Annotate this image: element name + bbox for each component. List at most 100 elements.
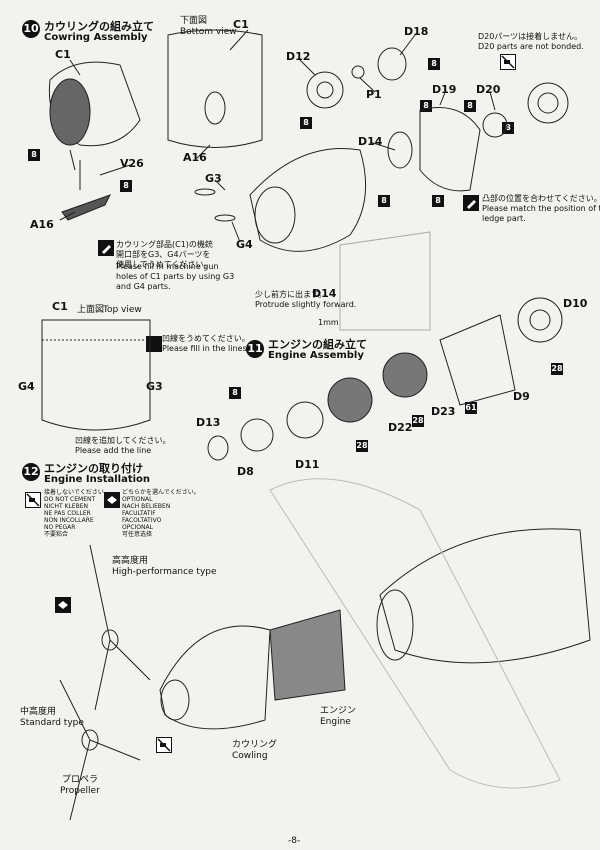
label-a16-center: A16 (183, 151, 207, 164)
badge-28-d10: 28 (551, 363, 563, 375)
step-10-number: 10 (22, 20, 40, 38)
label-v26: V26 (120, 157, 144, 170)
top-view-en: Top view (103, 305, 142, 315)
fill-lines-icon (146, 336, 162, 352)
add-line-jp: 凹線を追加してください。 (75, 436, 171, 445)
legend-left-2: NICHT KLEBEN (44, 503, 88, 510)
step-12-number: 12 (22, 463, 40, 481)
label-d8: D8 (237, 465, 254, 478)
legend-left-6: 不要粘合 (44, 531, 69, 538)
legend-left-0: 接着しないでください。 (44, 489, 110, 496)
badge-28-d23: 28 (412, 415, 424, 427)
badge-61: 61 (465, 402, 477, 414)
d20-note-jp: D20パーツは接着しません。 (478, 32, 582, 41)
cowling-en: Cowling (232, 751, 268, 761)
part-d9 (439, 314, 516, 406)
cowling-bottom-view (167, 29, 263, 148)
part-d13 (207, 435, 229, 461)
aircraft-wing (269, 478, 561, 789)
label-c1-bottom: C1 (233, 18, 249, 31)
part-a16 (61, 194, 112, 221)
label-g4: G4 (236, 238, 253, 251)
cowling-main (249, 147, 367, 252)
optional-icon-propeller (55, 597, 71, 613)
label-d12: D12 (286, 50, 311, 63)
label-g4-top: G4 (18, 380, 35, 393)
badge-8-d20: 8 (464, 100, 476, 112)
legend-left-4: NON INCOLLARE (44, 517, 94, 524)
label-d22: D22 (388, 421, 413, 434)
label-d10: D10 (563, 297, 588, 310)
label-c1-top: C1 (52, 300, 68, 313)
part-d22 (327, 377, 373, 423)
step-12-title-jp: エンジンの取り付け (44, 462, 143, 475)
legend-left-5: NO PEGAR (44, 524, 76, 531)
step-11-title-en: Engine Assembly (268, 350, 364, 361)
bottom-view-en: Bottom view (180, 27, 237, 37)
do-not-cement-icon (500, 54, 516, 70)
d20-note-en: D20 parts are not bonded. (478, 42, 584, 51)
step-11-title-jp: エンジンの組み立て (268, 338, 367, 351)
high-perf-jp: 高高度用 (112, 556, 149, 566)
engine-en: Engine (320, 717, 351, 727)
propeller-en: Propeller (60, 786, 100, 796)
ledge-note-en-1: Please match the position of the (482, 204, 600, 213)
cowling-jp: カウリング (232, 740, 278, 750)
badge-8-d8: 8 (229, 387, 241, 399)
part-d18 (377, 47, 407, 81)
standard-jp: 中高度用 (20, 707, 57, 717)
step-12-title-en: Engine Installation (44, 474, 151, 485)
label-p1: P1 (366, 88, 382, 101)
protrude-en: Protrude slightly forward. (255, 300, 357, 309)
part-d23 (382, 352, 428, 398)
label-d9: D9 (513, 390, 530, 403)
badge-8-d19: 8 (420, 100, 432, 112)
label-d11: D11 (295, 458, 320, 471)
legend-do-not-cement: 接着しないでください。 DO NOT CEMENT NICHT KLEBEN N… (44, 489, 110, 538)
bottom-view-jp: 下面図 (180, 16, 208, 26)
part-d19 (419, 107, 481, 192)
badge-8-d14: 8 (378, 195, 390, 207)
step-10-title-en: Cowring Assembly (44, 32, 148, 43)
legend-right-1: OPTIONAL (122, 496, 153, 503)
cowling-install (159, 625, 271, 730)
engine-assembly (269, 609, 346, 701)
part-d10 (517, 297, 563, 343)
do-not-cement-icon-prop (156, 737, 172, 753)
cowling-c1-left (48, 61, 141, 147)
mm-label: 1mm (318, 318, 339, 327)
label-d20: D20 (476, 83, 501, 96)
top-view-jp: 上面図 (77, 305, 105, 315)
guns-note-en-3: and G4 parts. (116, 282, 171, 291)
standard-en: Standard type (20, 718, 84, 728)
label-d14-protrude: D14 (312, 287, 337, 300)
label-g3: G3 (205, 172, 222, 185)
legend-left-1: DO NOT CEMENT (44, 496, 96, 503)
cowling-top-view (41, 319, 151, 431)
step-11-number: 11 (246, 340, 264, 358)
badge-8-ledge: 8 (432, 195, 444, 207)
propeller-standard (59, 679, 141, 821)
cement-icon-guns (98, 240, 114, 256)
guns-note-en-2: holes of C1 parts by using G3 (116, 272, 235, 281)
cement-icon (463, 195, 479, 211)
guns-note-en-1: Please fill in machine gun (116, 262, 219, 271)
label-d19: D19 (432, 83, 457, 96)
label-d14: D14 (358, 135, 383, 148)
label-d23: D23 (431, 405, 456, 418)
label-c1-left: C1 (55, 48, 71, 61)
ledge-note-en-2: ledge part. (482, 214, 526, 223)
badge-28-d22: 28 (356, 440, 368, 452)
legend-right-0: どちらかを選んでください。 (122, 489, 200, 496)
label-g3-top: G3 (146, 380, 163, 393)
propeller-jp: プロペラ (62, 775, 99, 785)
legend-right-6: 可任意选择 (122, 531, 153, 538)
legend-left-3: NE PAS COLLER (44, 510, 91, 517)
badge-8-d12: 8 (300, 117, 312, 129)
fill-lines-en: Please fill in the lines (162, 344, 247, 353)
legend-optional: どちらかを選んでください。 OPTIONAL NACH BELIEBEN FAC… (122, 489, 200, 538)
part-d8 (240, 418, 274, 452)
label-a16-left: A16 (30, 218, 54, 231)
high-perf-en: High-performance type (112, 567, 217, 577)
fill-lines-jp: 凹線をうめてください。 (162, 334, 250, 343)
